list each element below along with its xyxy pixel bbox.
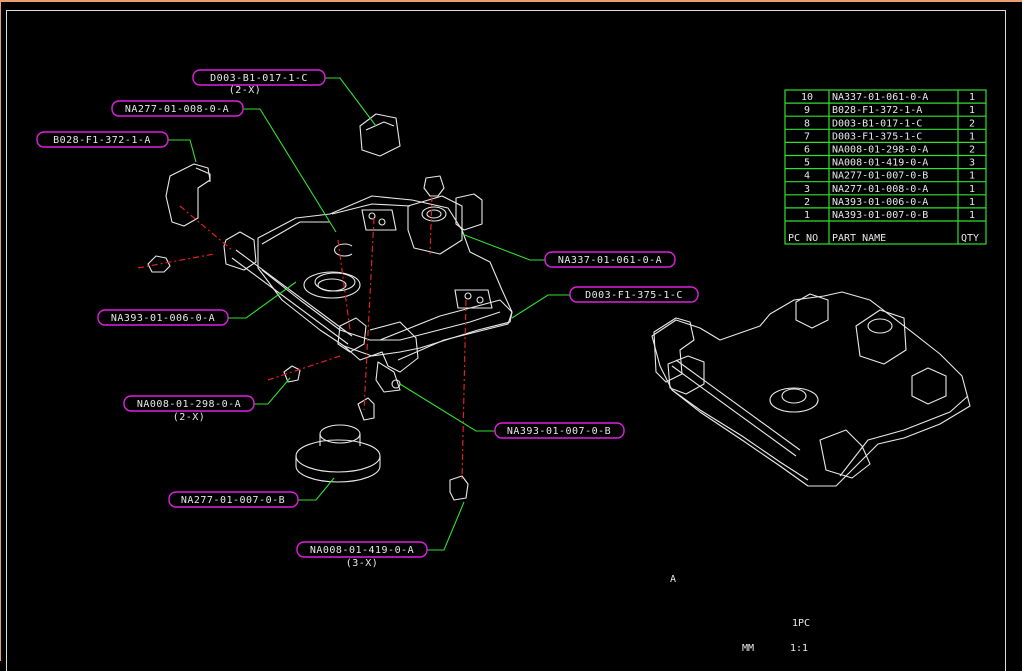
bom-cell-qty: 2 — [969, 145, 975, 156]
leader-lines — [168, 77, 570, 551]
assembled-view — [651, 291, 971, 487]
callout-label: NA337-01-061-0-A — [558, 255, 662, 266]
title-block: A 1PC MM 1:1 — [670, 574, 810, 654]
bom-cell-part-name: D003-B1-017-1-C — [832, 118, 922, 129]
bom-cell-pc-no: 6 — [804, 145, 810, 156]
bom-cell-qty: 1 — [969, 131, 975, 142]
bom-cell-pc-no: 10 — [801, 92, 813, 103]
bom-row: 10 NA337-01-061-0-A 1 — [801, 92, 975, 103]
bom-cell-part-name: NA337-01-061-0-A — [832, 92, 928, 103]
bom-cell-qty: 2 — [969, 118, 975, 129]
bom-header-part-name: PART NAME — [832, 233, 886, 244]
bom-cell-pc-no: 8 — [804, 118, 810, 129]
bom-cell-part-name: NA393-01-006-0-A — [832, 197, 928, 208]
drawing-border — [6, 10, 1006, 671]
callout-na393-01-006-0-a[interactable]: NA393-01-006-0-A — [97, 309, 229, 326]
bom-cell-pc-no: 1 — [804, 210, 810, 221]
bom-cell-pc-no: 5 — [804, 158, 810, 169]
bom-row: 2 NA393-01-006-0-A 1 — [804, 197, 975, 208]
callout-label: NA393-01-006-0-A — [111, 313, 215, 324]
callout-label: D003-F1-375-1-C — [585, 290, 683, 301]
bom-header-qty: QTY — [961, 233, 979, 244]
callout-na277-01-007-0-b[interactable]: NA277-01-007-0-B — [168, 491, 299, 508]
callout-label: NA277-01-007-0-B — [181, 495, 285, 506]
bom-header-pc-no: PC NO — [788, 233, 818, 244]
bom-cell-part-name: NA008-01-419-0-A — [832, 158, 928, 169]
bom-cell-part-name: NA008-01-298-0-A — [832, 145, 928, 156]
callout-d003-b1-017-1-c[interactable]: D003-B1-017-1-C (2-X) — [192, 69, 326, 96]
bom-cell-part-name: NA277-01-007-0-B — [832, 171, 928, 182]
callout-d003-f1-375-1-c[interactable]: D003-F1-375-1-C — [569, 286, 699, 303]
callout-label: NA008-01-298-0-A — [137, 399, 241, 410]
bom-cell-pc-no: 2 — [804, 197, 810, 208]
callout-label: D003-B1-017-1-C — [210, 73, 308, 84]
bom-row: 6 NA008-01-298-0-A 2 — [804, 145, 975, 156]
bom-cell-qty: 1 — [969, 171, 975, 182]
bom-row: 1 NA393-01-007-0-B 1 — [804, 210, 975, 221]
bom-cell-qty: 1 — [969, 197, 975, 208]
quantity-note: 1PC — [792, 618, 810, 629]
bom-cell-qty: 1 — [969, 184, 975, 195]
exploded-view — [147, 113, 513, 501]
revision-mark: A — [670, 574, 676, 585]
bom-row: 4 NA277-01-007-0-B 1 — [804, 171, 975, 182]
bom-row: 7 D003-F1-375-1-C 1 — [804, 131, 975, 142]
callout-label: NA008-01-419-0-A — [310, 545, 414, 556]
callout-label: NA393-01-007-0-B — [507, 426, 611, 437]
callout-qty: (2-X) — [229, 85, 262, 96]
bom-cell-part-name: D003-F1-375-1-C — [832, 131, 922, 142]
bom-row: 9 B028-F1-372-1-A 1 — [804, 105, 975, 116]
callout-na008-01-298-0-a[interactable]: NA008-01-298-0-A (2-X) — [123, 395, 255, 423]
bom-row: 5 NA008-01-419-0-A 3 — [804, 158, 975, 169]
unit-note: MM — [742, 643, 754, 654]
bom-cell-qty: 1 — [969, 210, 975, 221]
bom-cell-pc-no: 3 — [804, 184, 810, 195]
scale-note: 1:1 — [790, 643, 808, 654]
callout-qty: (3-X) — [346, 558, 379, 569]
bom-row: 3 NA277-01-008-0-A 1 — [804, 184, 975, 195]
callout-qty: (2-X) — [173, 412, 206, 423]
callout-b028-f1-372-1-a[interactable]: B028-F1-372-1-A — [36, 131, 169, 148]
centerlines — [137, 195, 467, 481]
bom-cell-part-name: NA277-01-008-0-A — [832, 184, 928, 195]
callout-na337-01-061-0-a[interactable]: NA337-01-061-0-A — [544, 251, 676, 268]
bom-cell-qty: 3 — [969, 158, 975, 169]
bom-cell-pc-no: 9 — [804, 105, 810, 116]
bom-row: 8 D003-B1-017-1-C 2 — [804, 118, 975, 129]
callout-label: B028-F1-372-1-A — [53, 135, 151, 146]
bom-cell-pc-no: 7 — [804, 131, 810, 142]
callout-na393-01-007-0-b[interactable]: NA393-01-007-0-B — [494, 422, 625, 439]
callout-label: NA277-01-008-0-A — [125, 104, 229, 115]
bom-cell-pc-no: 4 — [804, 171, 810, 182]
callout-na008-01-419-0-a[interactable]: NA008-01-419-0-A (3-X) — [296, 541, 428, 569]
bom-cell-qty: 1 — [969, 105, 975, 116]
bom-cell-part-name: B028-F1-372-1-A — [832, 105, 922, 116]
callout-na277-01-008-0-a[interactable]: NA277-01-008-0-A — [111, 100, 244, 117]
bom-cell-part-name: NA393-01-007-0-B — [832, 210, 928, 221]
bom-cell-qty: 1 — [969, 92, 975, 103]
